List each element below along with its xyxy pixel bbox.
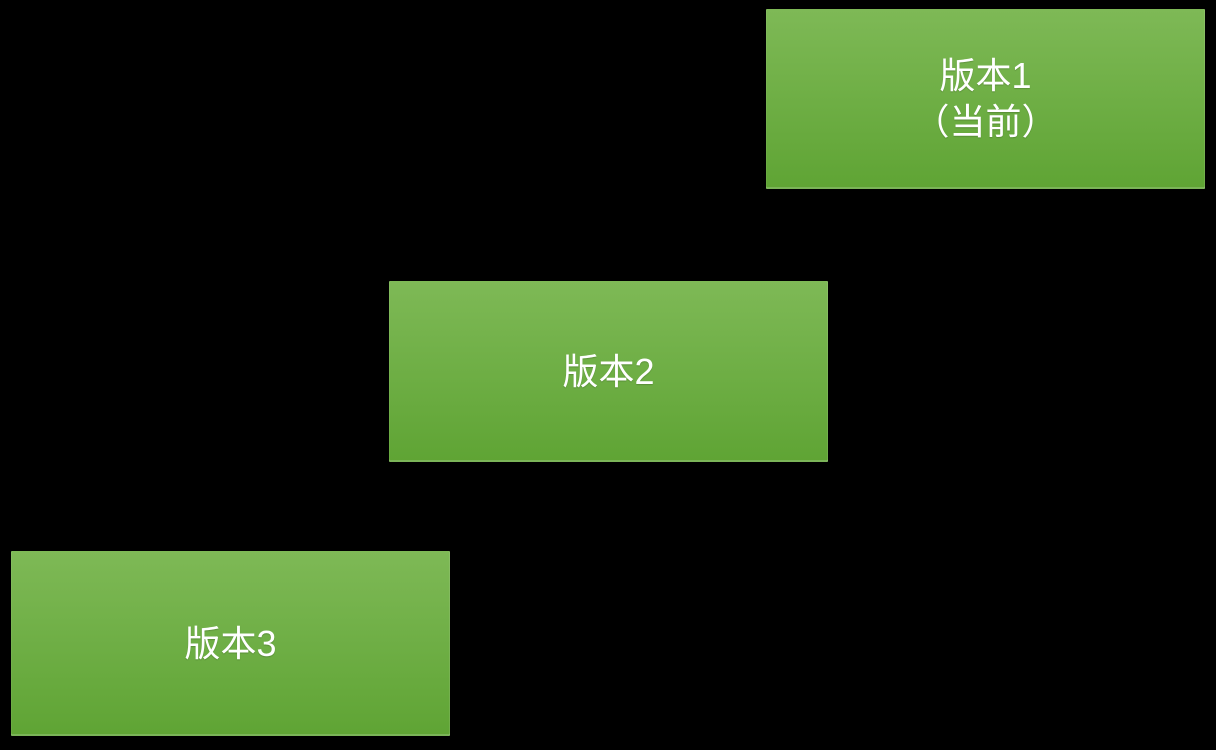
version-box-label: 版本1 （当前） bbox=[913, 53, 1057, 145]
version-box-line: 版本3 bbox=[184, 622, 277, 664]
version-box-line: （当前） bbox=[913, 101, 1058, 142]
version-box-version-3[interactable]: 版本3 bbox=[11, 551, 450, 736]
version-box-line: 版本1 bbox=[939, 55, 1032, 96]
version-box-label: 版本3 bbox=[184, 621, 276, 667]
version-box-line: 版本2 bbox=[562, 350, 655, 392]
version-box-version-1[interactable]: 版本1 （当前） bbox=[766, 9, 1205, 189]
version-box-label: 版本2 bbox=[562, 349, 654, 395]
version-box-version-2[interactable]: 版本2 bbox=[389, 281, 828, 462]
